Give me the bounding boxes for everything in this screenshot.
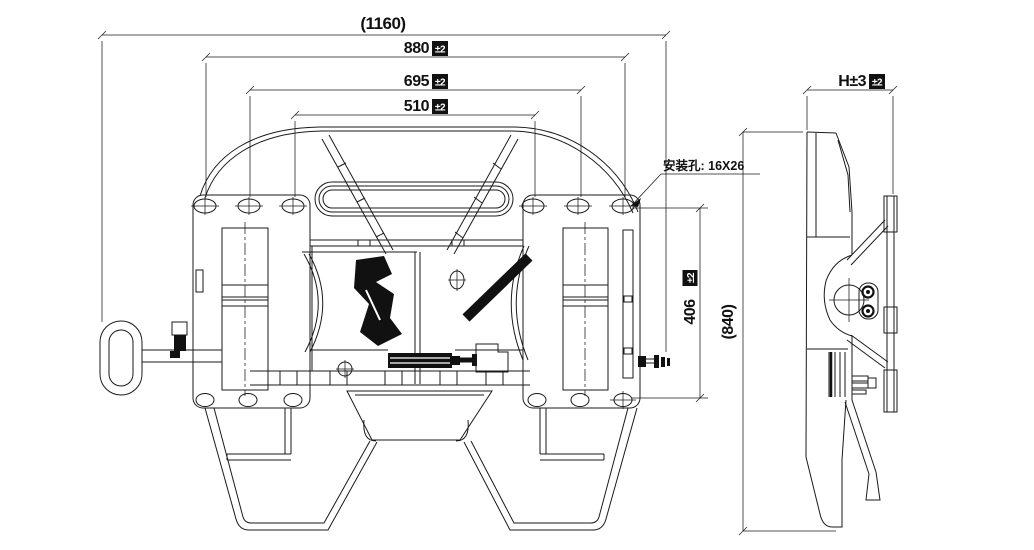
left-mounting-plate (191, 194, 311, 409)
pivot-bracket (823, 254, 879, 400)
tolerance-badge: ±2 (432, 41, 448, 56)
right-plate-bottom-slots (527, 391, 636, 409)
release-spring (388, 353, 477, 368)
support-struts (321, 134, 519, 255)
side-ramp-leg (844, 399, 881, 501)
lock-bar (462, 253, 533, 322)
dimension-span-outer: 880 ±2 (201, 40, 630, 197)
svg-text:±2: ±2 (435, 78, 446, 89)
left-plate-top-slots (191, 197, 307, 215)
lock-jaw (354, 256, 402, 346)
mount-height-label: H±3 (838, 73, 866, 90)
mounting-bar (883, 195, 898, 413)
svg-text:±2: ±2 (435, 45, 446, 56)
leader-arrow (630, 198, 641, 207)
dimension-hole-row-spacing: 406 ±2 (632, 203, 708, 403)
side-grease-nipple (851, 375, 877, 395)
dimensions: (1160) 880 ±2 695 ±2 (97, 14, 898, 536)
kingpin-funnel (346, 390, 493, 442)
ramp-legs (204, 407, 638, 531)
side-ribs (828, 352, 846, 397)
dimension-span-middle: 695 ±2 (245, 73, 586, 197)
tolerance-badge: ±2 (682, 270, 698, 286)
dimension-overall-width: (1160) (97, 14, 671, 352)
overall-width-label: (1160) (360, 14, 405, 33)
mounting-braces (846, 219, 889, 369)
side-view (805, 131, 898, 528)
tolerance-badge: ±2 (432, 99, 448, 114)
grease-fitting (638, 355, 670, 368)
center-slot (314, 181, 514, 217)
tolerance-badge: ±2 (869, 74, 885, 89)
front-view (99, 126, 670, 531)
right-plate-top-slots (519, 197, 637, 215)
overall-height-label: (840) (720, 304, 737, 339)
svg-text:±2: ±2 (872, 78, 883, 89)
hole-row-spacing-label: 406 (682, 299, 699, 325)
mount-hole-note-label: 安装孔: 16X26 (663, 158, 744, 173)
dimension-span-inner: 510 ±2 (290, 98, 540, 197)
dimension-overall-height: (840) (720, 127, 836, 536)
span-inner-label: 510 (404, 98, 430, 115)
tolerance-badge: ±2 (432, 74, 448, 89)
span-outer-label: 880 (404, 40, 430, 57)
release-handle (99, 320, 223, 396)
span-middle-label: 695 (404, 73, 430, 90)
svg-text:±2: ±2 (435, 103, 446, 114)
side-plate-profile (805, 131, 853, 528)
right-mounting-plate (519, 194, 641, 409)
top-arch (199, 126, 639, 214)
left-plate-bottom-slots (195, 393, 303, 407)
dimension-mount-height: H±3 ±2 (802, 73, 898, 194)
svg-text:±2: ±2 (686, 272, 697, 283)
note-mount-hole: 安装孔: 16X26 (630, 158, 760, 207)
lock-housing (250, 239, 533, 386)
